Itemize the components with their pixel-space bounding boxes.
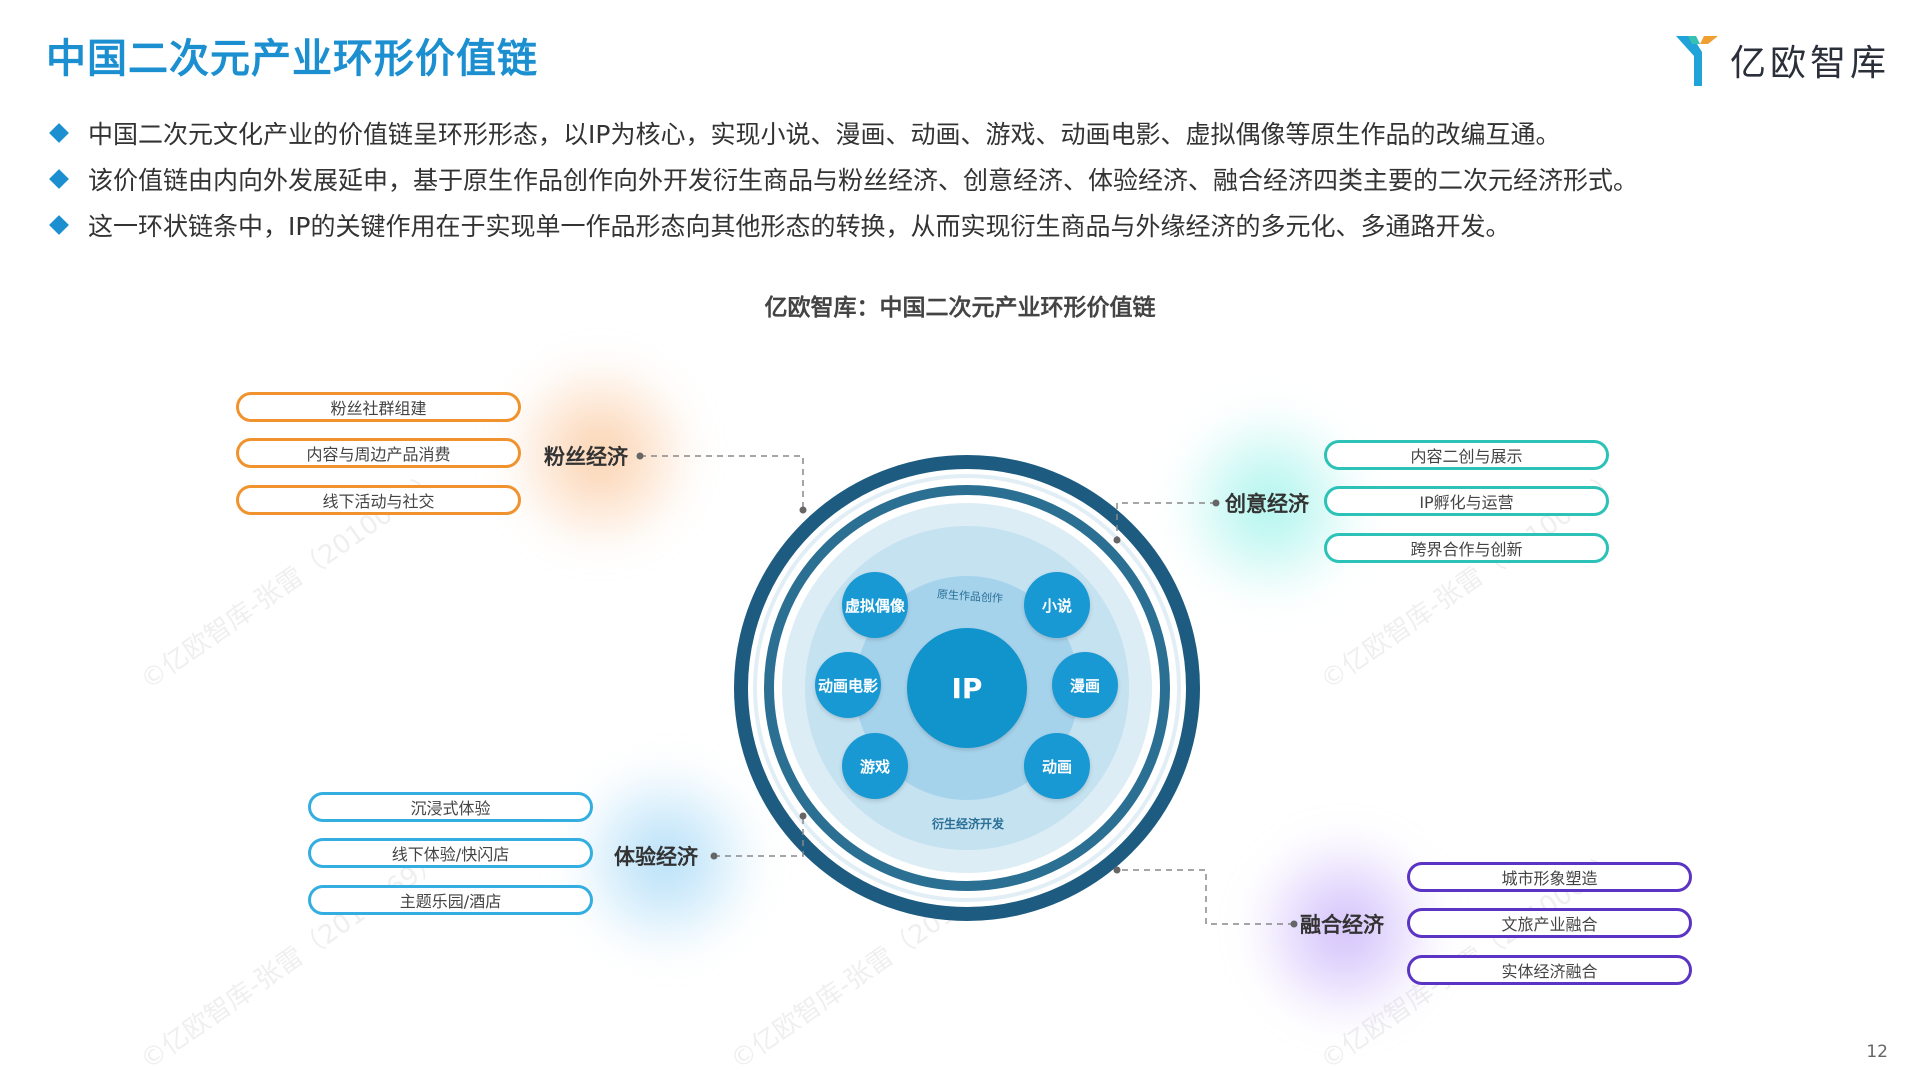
bullet-text: 这一环状链条中，IP的关键作用在于实现单一作品形态向其他形态的转换，从而实现衍生… <box>88 212 1511 241</box>
page-number: 12 <box>1866 1042 1888 1062</box>
diagram-title: 亿欧智库：中国二次元产业环形价值链 <box>764 295 1156 321</box>
watermark: ©亿欧智库-张雷（2010069） <box>135 845 447 1076</box>
bullet-text: 该价值链由内向外发展延申，基于原生作品创作向外开发衍生商品与粉丝经济、创意经济、… <box>88 166 1639 195</box>
bullet-list: 中国二次元文化产业的价值链呈环形形态，以IP为核心，实现小说、漫画、动画、游戏、… <box>46 110 1886 248</box>
creative-economy-item: 内容二创与展示 <box>1324 440 1609 470</box>
work-node-novel: 小说 <box>1024 572 1090 638</box>
experience-economy-glow <box>565 760 765 960</box>
work-node-virtual-idol: 虚拟偶像 <box>842 572 908 638</box>
inner-ring-label: 原生作品创作 <box>936 587 1004 606</box>
watermark: ©亿欧智库-张雷（2010069） <box>725 845 1037 1076</box>
logo-icon <box>1675 36 1718 86</box>
fan-economy-glow <box>500 355 700 555</box>
fan-economy-label: 粉丝经济 <box>544 445 628 469</box>
bullet-item: 这一环状链条中，IP的关键作用在于实现单一作品形态向其他形态的转换，从而实现衍生… <box>46 202 1886 248</box>
bullet-item: 中国二次元文化产业的价值链呈环形形态，以IP为核心，实现小说、漫画、动画、游戏、… <box>46 110 1886 156</box>
experience-economy-item: 沉浸式体验 <box>308 792 593 822</box>
experience-economy-label: 体验经济 <box>614 845 698 869</box>
creative-economy-label: 创意经济 <box>1225 492 1309 516</box>
page-title: 中国二次元产业环形价值链 <box>46 36 538 82</box>
connector-dot <box>799 812 807 820</box>
logo: 亿欧智库 <box>1674 30 1890 90</box>
fusion-economy-item: 实体经济融合 <box>1407 955 1692 985</box>
experience-economy-item: 主题乐园/酒店 <box>308 885 593 915</box>
diamond-bullet-icon <box>49 169 69 189</box>
connector-dot <box>799 506 807 514</box>
work-node-animated-film: 动画电影 <box>815 652 881 718</box>
ip-core-node: IP <box>907 628 1027 748</box>
work-node-manga: 漫画 <box>1052 652 1118 718</box>
fan-economy-item: 线下活动与社交 <box>236 485 521 515</box>
fusion-economy-item: 城市形象塑造 <box>1407 862 1692 892</box>
experience-economy-item: 线下体验/快闪店 <box>308 838 593 868</box>
connector-dot <box>1113 536 1121 544</box>
creative-economy-item: IP孵化与运营 <box>1324 486 1609 516</box>
diamond-bullet-icon <box>49 215 69 235</box>
diamond-bullet-icon <box>49 123 69 143</box>
fusion-economy-item: 文旅产业融合 <box>1407 908 1692 938</box>
work-node-game: 游戏 <box>842 733 908 799</box>
outer-ring-label: 衍生经济开发 <box>932 817 1005 831</box>
connector-dot <box>1113 866 1121 874</box>
fan-economy-item: 粉丝社群组建 <box>236 392 521 422</box>
creative-economy-item: 跨界合作与创新 <box>1324 533 1609 563</box>
bullet-text: 中国二次元文化产业的价值链呈环形形态，以IP为核心，实现小说、漫画、动画、游戏、… <box>88 120 1561 149</box>
bullet-item: 该价值链由内向外发展延申，基于原生作品创作向外开发衍生商品与粉丝经济、创意经济、… <box>46 156 1886 202</box>
work-node-anime: 动画 <box>1024 733 1090 799</box>
logo-text: 亿欧智库 <box>1729 43 1890 84</box>
fan-economy-item: 内容与周边产品消费 <box>236 438 521 468</box>
fusion-economy-label: 融合经济 <box>1300 913 1384 937</box>
